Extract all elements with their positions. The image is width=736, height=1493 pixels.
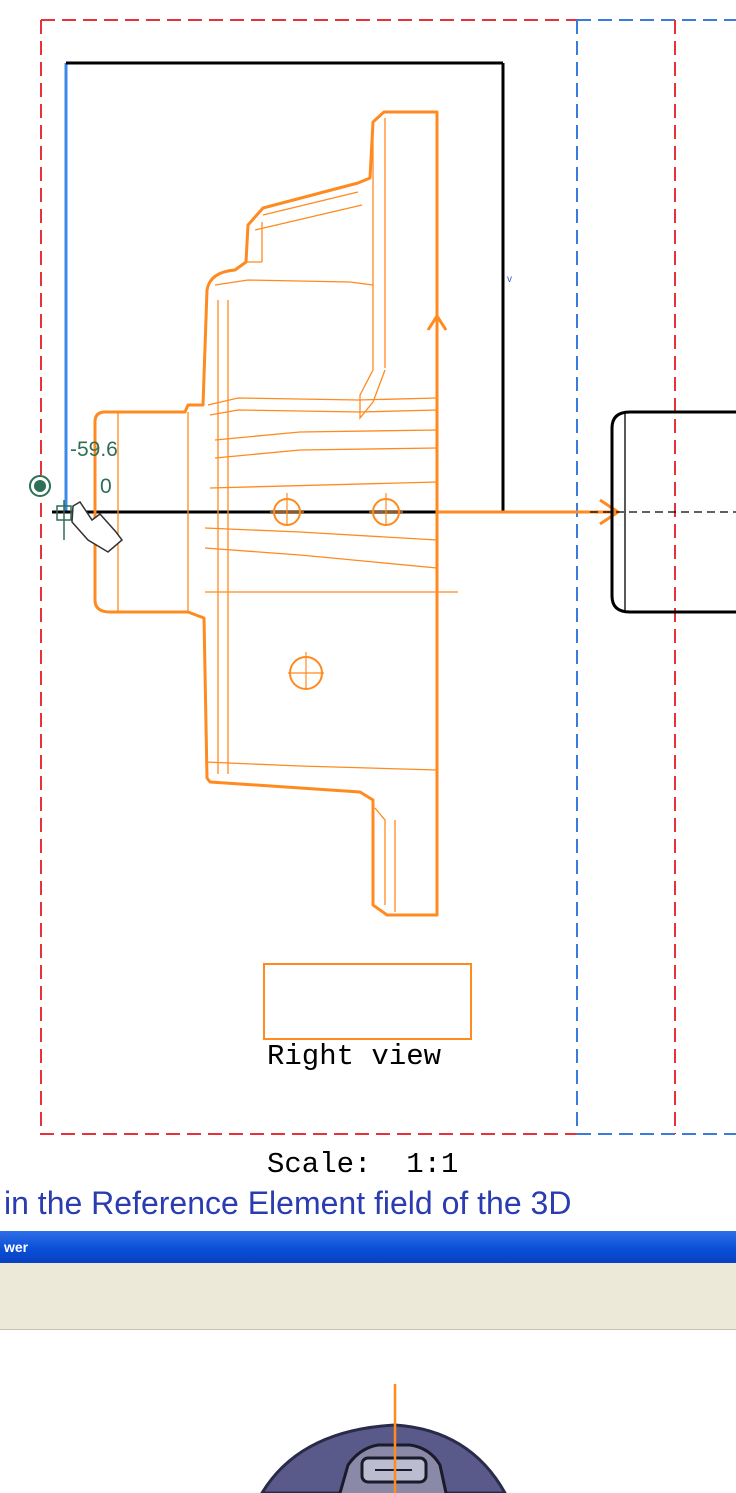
part-inner-lines [117, 118, 458, 912]
hole-markers [270, 493, 403, 690]
drawing-canvas[interactable]: v [0, 0, 736, 1160]
viewer-toolbar [0, 1263, 736, 1330]
view-scale-text: Scale: 1:1 [267, 1148, 459, 1181]
instruction-text: in the Reference Element field of the 3D [4, 1187, 572, 1219]
viewer-3d-canvas[interactable] [0, 1330, 736, 1493]
hand-pointer-icon [56, 500, 124, 553]
direction-arrow-icon[interactable] [426, 313, 621, 526]
viewer-window: wer [0, 1231, 736, 1493]
pivot-target-icon[interactable] [29, 475, 51, 497]
axis-v-label: v [507, 274, 512, 285]
view-name-text: Right view [267, 1040, 442, 1073]
view-label-box[interactable]: Right view Scale: 1:1 [263, 963, 472, 1181]
viewer-title: wer [4, 1239, 29, 1255]
coordinate-x-readout: -59.6 [70, 438, 118, 461]
coordinate-y-readout: 0 [100, 475, 112, 498]
part-profile[interactable] [93, 110, 439, 917]
viewer-titlebar[interactable]: wer [0, 1231, 736, 1263]
viewer-part [260, 1384, 507, 1493]
right-view-frame [40, 20, 577, 1135]
front-view-part [590, 410, 736, 614]
